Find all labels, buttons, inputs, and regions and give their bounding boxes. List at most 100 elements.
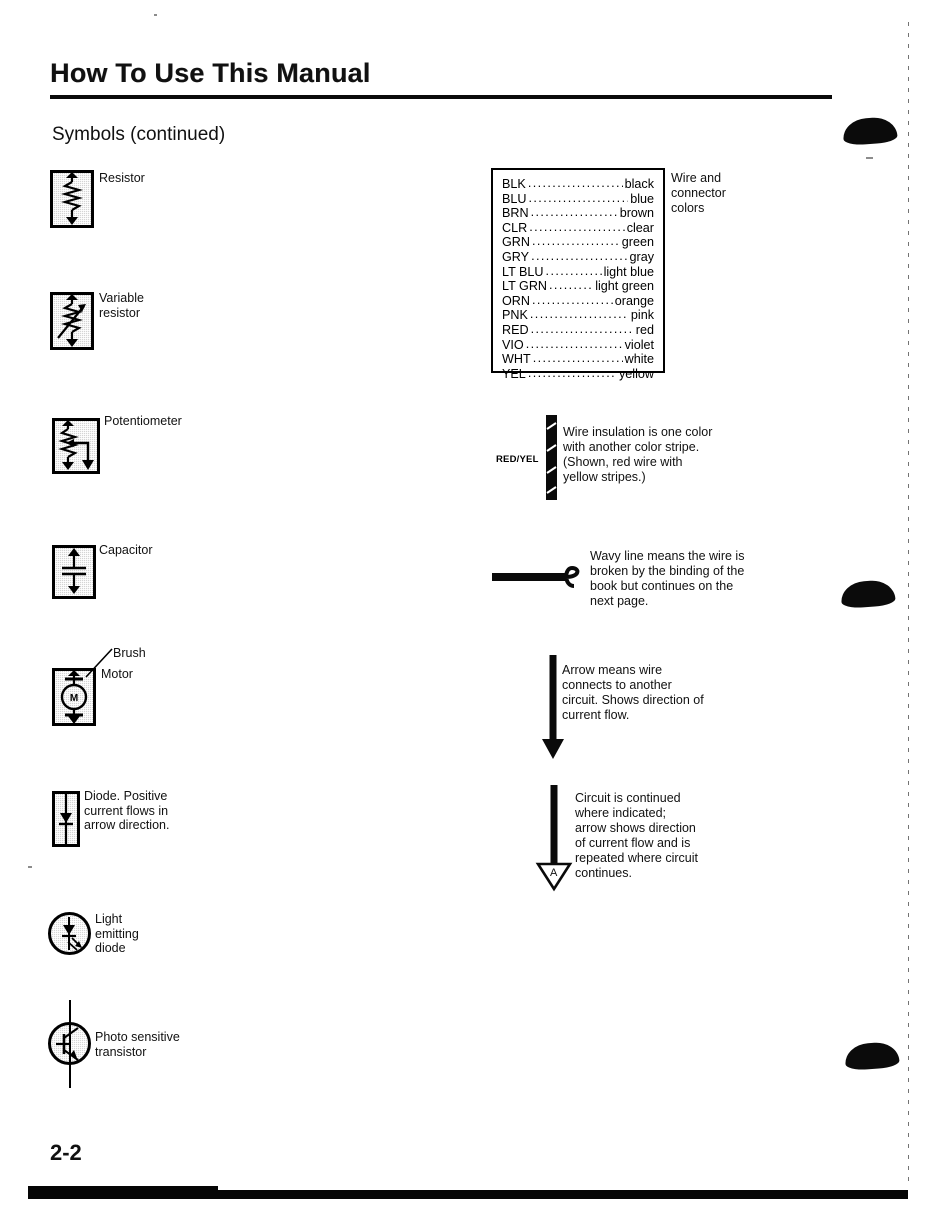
wire-color-name: gray [629, 249, 655, 264]
light-emitting-diode-glyph [62, 917, 82, 951]
title-divider [50, 95, 832, 99]
wavy-line-graphic [492, 565, 580, 588]
wire-color-row: WHT..............................white [502, 351, 654, 367]
scan-speck [154, 14, 157, 16]
bottom-edge-artifact [28, 1190, 908, 1199]
page-number: 2-2 [50, 1140, 82, 1165]
wire-color-table-caption: Wire and connector colors [671, 171, 726, 215]
wire-color-row: ORN..............................orange [502, 292, 654, 309]
diode-label: Diode. Positive current flows in arrow d… [84, 789, 170, 832]
circuit-continuation-note: Circuit is continued where indicated; ar… [575, 791, 698, 880]
circuit-continuation-graphic [535, 785, 573, 892]
wire-color-name: light green [595, 279, 654, 294]
svg-text:M: M [70, 693, 78, 704]
potentiometer-glyph [58, 420, 94, 470]
wire-color-leader-dots: .............................. [530, 205, 618, 220]
wire-color-name: brown [619, 206, 654, 221]
wire-color-name: white [624, 352, 654, 367]
wire-color-leader-dots: .............................. [545, 263, 602, 278]
wire-color-row: CLR..............................clear [502, 219, 654, 236]
capacitor-glyph [62, 548, 86, 594]
wire-color-row: BRN..............................brown [502, 205, 654, 221]
light-emitting-diode-label: Light emitting diode [95, 912, 139, 955]
wire-color-name: green [621, 235, 654, 250]
wire-color-row: LT GRN..............................ligh… [502, 278, 654, 294]
wire-color-leader-dots: .............................. [527, 365, 617, 380]
thumb-tab-mark [840, 579, 896, 609]
wire-color-abbr: BLU [502, 191, 527, 206]
motor-glyph: M [60, 670, 88, 724]
diode-glyph [59, 794, 73, 844]
capacitor-label: Capacitor [99, 543, 153, 557]
wire-color-abbr: GRN [502, 235, 530, 250]
potentiometer-label: Potentiometer [104, 414, 182, 428]
wire-color-name: light blue [603, 264, 654, 279]
wire-color-abbr: RED [502, 322, 529, 337]
current-flow-arrow-graphic [542, 655, 564, 759]
wire-color-leader-dots: .............................. [532, 292, 613, 307]
brush-leader-line [85, 648, 113, 678]
wire-color-abbr: VIO [502, 337, 524, 352]
wire-color-row: RED..............................red [502, 321, 654, 338]
wire-color-abbr: LT GRN [502, 279, 548, 294]
photo-sensitive-transistor-label: Photo sensitive transistor [95, 1030, 180, 1059]
wire-color-table: BLK..............................blackBL… [491, 168, 665, 381]
resistor-glyph [60, 172, 84, 225]
wavy-line-note: Wavy line means the wire is broken by th… [590, 549, 745, 608]
variable-resistor-glyph [57, 294, 86, 347]
scan-speck [28, 866, 32, 868]
wire-color-abbr: YEL [502, 366, 526, 381]
thumb-tab-mark [844, 1041, 900, 1071]
stripe-wire-note: Wire insulation is one color with anothe… [563, 425, 713, 484]
current-flow-arrow-note: Arrow means wire connects to another cir… [562, 663, 704, 722]
wire-color-abbr: LT BLU [502, 264, 544, 279]
scan-edge-line [908, 22, 909, 1182]
resistor-label: Resistor [99, 171, 145, 185]
circuit-continuation-marker: A [550, 867, 558, 879]
wire-color-name: violet [624, 337, 654, 352]
motor-label: Motor [101, 667, 133, 681]
wire-color-leader-dots: .............................. [549, 278, 594, 293]
wire-color-leader-dots: .............................. [528, 190, 629, 205]
wire-color-row: LT BLU..............................ligh… [502, 263, 654, 280]
scan-speck [866, 157, 873, 159]
wire-color-leader-dots: .............................. [532, 351, 623, 366]
wire-color-abbr: WHT [502, 352, 531, 367]
wire-color-row: YEL..............................yellow [502, 365, 654, 382]
wire-color-row: GRY..............................gray [502, 248, 655, 265]
wire-color-leader-dots: .............................. [531, 248, 627, 263]
wire-color-row: VIO..............................violet [502, 336, 654, 353]
page-title: How To Use This Manual [50, 58, 371, 88]
wire-color-name: blue [630, 191, 654, 206]
wire-color-abbr: GRY [502, 249, 530, 264]
wire-color-abbr: BLK [502, 177, 526, 191]
wire-color-abbr: PNK [502, 308, 528, 323]
wire-color-leader-dots: .............................. [525, 336, 623, 351]
wire-color-leader-dots: .............................. [529, 307, 629, 322]
wire-color-name: yellow [619, 366, 654, 381]
thumb-tab-mark [842, 116, 898, 146]
wire-color-leader-dots: .............................. [529, 219, 625, 234]
striped-wire-graphic [546, 415, 557, 500]
wire-color-abbr: ORN [502, 293, 530, 308]
photo-sensitive-transistor-glyph [56, 1000, 79, 1088]
wire-color-row: BLU..............................blue [502, 190, 654, 207]
wire-color-row: BLK..............................black [502, 176, 654, 192]
section-title: Symbols (continued) [52, 124, 226, 145]
stripe-wire-code-label: RED/YEL [496, 454, 539, 465]
wire-color-name: pink [630, 308, 654, 323]
wire-color-abbr: CLR [502, 220, 528, 235]
wire-color-name: clear [626, 220, 654, 235]
wire-color-row: GRN..............................green [502, 234, 654, 250]
wire-color-name: orange [614, 293, 654, 308]
brush-callout-label: Brush [113, 646, 146, 660]
variable-resistor-label: Variable resistor [99, 291, 144, 320]
bottom-edge-artifact-secondary [28, 1186, 218, 1191]
wire-color-leader-dots: .............................. [530, 321, 634, 336]
wire-color-row: PNK..............................pink [502, 307, 654, 323]
wire-color-name: red [635, 322, 654, 337]
wire-color-name: black [624, 177, 654, 191]
wire-color-abbr: BRN [502, 206, 529, 221]
wire-color-leader-dots: .............................. [527, 176, 623, 190]
